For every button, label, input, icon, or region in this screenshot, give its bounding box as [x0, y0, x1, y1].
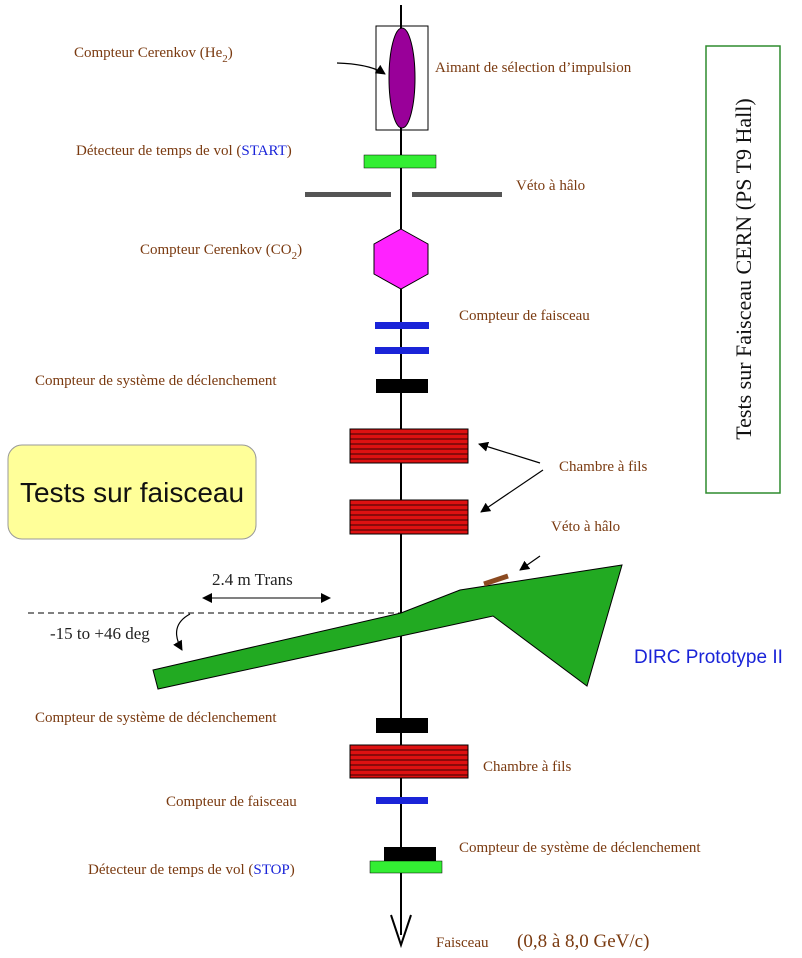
label-tof-stop: Détecteur de temps de vol (STOP)	[88, 862, 295, 878]
label-beam-counter-bottom: Compteur de faisceau	[166, 794, 297, 810]
wire-chamber-3	[349, 744, 469, 779]
label-veto-halo-mid: Véto à hâlo	[551, 519, 620, 535]
cerenkov-he-pointer	[336, 62, 386, 75]
wire-chamber-2	[349, 499, 469, 535]
beam-counter-2	[375, 347, 429, 354]
title-box-text: Tests sur faisceau	[20, 477, 244, 508]
label-veto-halo-top: Véto à hâlo	[516, 178, 585, 194]
label-wire-chamber-top: Chambre à fils	[559, 459, 647, 475]
label-trigger-bottom: Compteur de système de déclenchement	[459, 840, 701, 856]
trigger-counter-bottom	[384, 847, 436, 861]
veto-halo-mid-pointer	[519, 555, 541, 571]
veto-halo-right	[412, 192, 502, 197]
label-trigger-mid: Compteur de système de déclenchement	[35, 710, 277, 726]
dirc-prototype	[152, 564, 623, 690]
magnet-frame	[375, 25, 429, 131]
trigger-counter-mid	[376, 718, 428, 733]
label-trans: 2.4 m Trans	[212, 570, 293, 589]
cerenkov-co2-counter	[373, 228, 429, 290]
label-cerenkov-co2: Compteur Cerenkov (CO2)	[140, 242, 302, 262]
label-faisceau-energy: (0,8 à 8,0 GeV/c)	[517, 931, 649, 952]
beam-counter-bottom	[376, 797, 428, 804]
label-beam-counter-top: Compteur de faisceau	[459, 308, 590, 324]
vertical-title-box	[705, 45, 781, 494]
angle-arc	[173, 613, 191, 651]
tof-start-counter	[363, 154, 437, 169]
label-faisceau: Faisceau	[436, 935, 489, 951]
beam-counter-1	[375, 322, 429, 329]
wire-chamber-1	[349, 428, 469, 464]
veto-halo-mid	[483, 573, 509, 587]
label-trigger-top: Compteur de système de déclenchement	[35, 373, 277, 389]
wire-chamber-arrow-1	[478, 441, 541, 464]
wire-chamber-arrow-2	[480, 469, 544, 513]
trigger-counter-top	[376, 379, 428, 393]
veto-halo-left	[305, 192, 391, 197]
label-angle: -15 to +46 deg	[50, 624, 150, 643]
vertical-title-text: Tests sur Faisceau CERN (PS T9 Hall)	[731, 98, 756, 439]
label-tof-start: Détecteur de temps de vol (START)	[76, 143, 292, 159]
beam-arrow-head	[390, 914, 412, 949]
label-cerenkov-he: Compteur Cerenkov (He2)	[74, 45, 233, 65]
label-aimant: Aimant de sélection d’impulsion	[435, 60, 632, 76]
label-wire-chamber-bottom: Chambre à fils	[483, 759, 571, 775]
label-dirc: DIRC Prototype II	[634, 647, 783, 668]
tof-stop-counter	[369, 860, 443, 874]
magnet	[388, 27, 416, 129]
title-box	[7, 444, 257, 540]
